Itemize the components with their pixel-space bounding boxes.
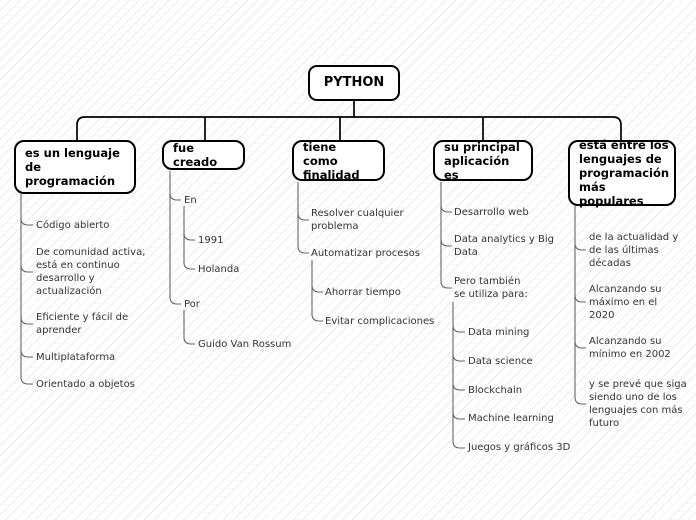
branch-node-aplicacion[interactable]: su principal aplicación es	[433, 139, 533, 182]
root-node-label: PYTHON	[323, 75, 385, 90]
topic-item[interactable]: y se prevé que siga siendo uno de los le…	[589, 379, 687, 429]
topic-item[interactable]: Desarrollo web	[454, 207, 529, 218]
branch-node-lenguaje[interactable]: es un lenguaje de programación	[14, 140, 136, 194]
topic-item[interactable]: Resolver cualquier problema	[311, 208, 404, 232]
root-node-python[interactable]: PYTHON	[308, 65, 400, 101]
branch-node-label: su principal aplicación es	[444, 139, 520, 182]
topic-item[interactable]: Multiplataforma	[36, 352, 116, 363]
topic-item[interactable]: Orientado a objetos	[36, 379, 135, 390]
topic-item[interactable]: Data science	[468, 356, 533, 367]
topic-item[interactable]: Pero también se utiliza para:	[454, 276, 528, 300]
branch5-connector	[574, 206, 586, 405]
topic-item[interactable]: Alcanzando su máximo en el 2020	[589, 284, 662, 321]
branch-node-label: fue creado	[173, 141, 218, 169]
branch-node-label: es un lenguaje de programación	[25, 146, 120, 188]
topic-item[interactable]: 1991	[198, 235, 224, 246]
topic-item[interactable]: Guido Van Rossum	[198, 339, 292, 350]
branch4-connector	[440, 182, 465, 449]
topic-item[interactable]: Data mining	[468, 327, 530, 338]
topic-item[interactable]: Holanda	[198, 264, 240, 275]
topic-item[interactable]: Machine learning	[468, 413, 554, 424]
topic-item[interactable]: Código abierto	[36, 220, 110, 231]
branch-node-populares[interactable]: está entre los lenguajes de programación…	[568, 138, 676, 208]
branch-node-label: tiene como finalidad	[303, 139, 360, 182]
topic-item[interactable]: Eficiente y fácil de aprender	[36, 312, 129, 336]
branch-node-finalidad[interactable]: tiene como finalidad	[292, 139, 385, 182]
topic-item[interactable]: Alcanzando su mínimo en 2002	[589, 336, 671, 360]
topic-item[interactable]: Por	[184, 299, 200, 310]
tree-connector	[76, 101, 622, 140]
topic-item[interactable]: de la actualidad y de las últimas década…	[589, 232, 679, 269]
topic-item[interactable]: Ahorrar tiempo	[325, 287, 401, 298]
topic-item[interactable]: Data analytics y Big Data	[454, 234, 555, 258]
branch1-connector	[20, 194, 33, 385]
topic-item[interactable]: Automatizar procesos	[311, 248, 420, 259]
branch-node-creado[interactable]: fue creado	[162, 140, 245, 170]
topic-item[interactable]: De comunidad activa, está en continuo de…	[36, 247, 146, 297]
topic-item[interactable]: Juegos y gráficos 3D	[468, 442, 571, 453]
topic-item[interactable]: Blockchain	[468, 385, 523, 396]
topic-item[interactable]: En	[184, 195, 197, 206]
topic-item[interactable]: Evitar complicaciones	[325, 316, 435, 327]
branch-node-label: está entre los lenguajes de programación…	[579, 138, 670, 208]
